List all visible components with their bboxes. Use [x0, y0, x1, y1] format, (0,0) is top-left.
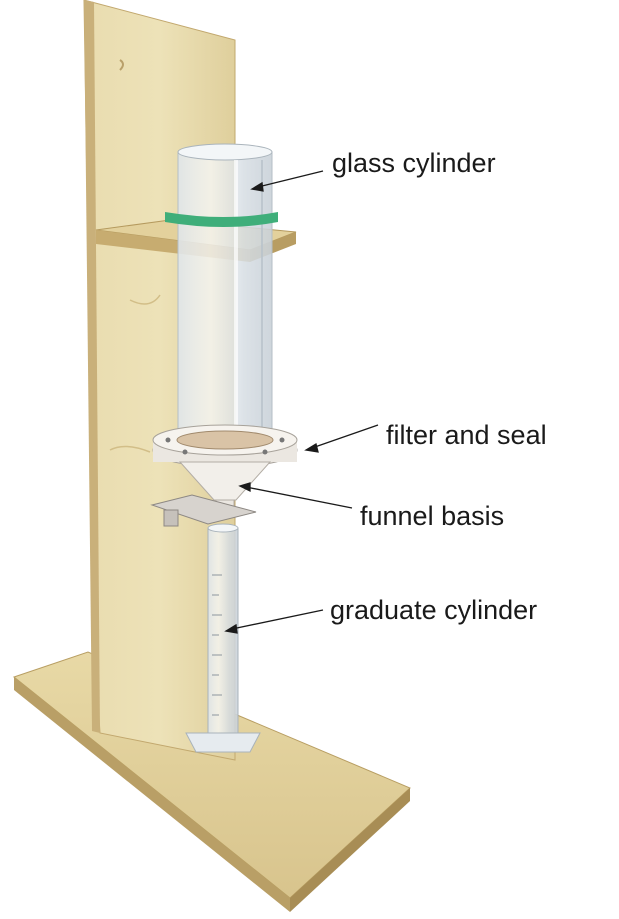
label-graduate-cylinder: graduate cylinder	[330, 595, 538, 625]
label-filter-and-seal: filter and seal	[386, 420, 547, 450]
arrow-graduate-cylinder	[231, 609, 324, 630]
arrow-funnel-basis	[245, 486, 353, 509]
arrow-filter-and-seal	[311, 424, 379, 449]
filter-seal-ring	[152, 424, 298, 468]
leader-arrows	[224, 170, 379, 634]
arrow-glass-cylinder	[257, 170, 324, 188]
rubber-band	[165, 212, 278, 227]
metal-bracket	[150, 494, 257, 527]
label-glass-cylinder: glass cylinder	[332, 148, 496, 178]
label-funnel-basis: funnel basis	[360, 501, 505, 531]
glass-cylinder	[177, 143, 273, 438]
